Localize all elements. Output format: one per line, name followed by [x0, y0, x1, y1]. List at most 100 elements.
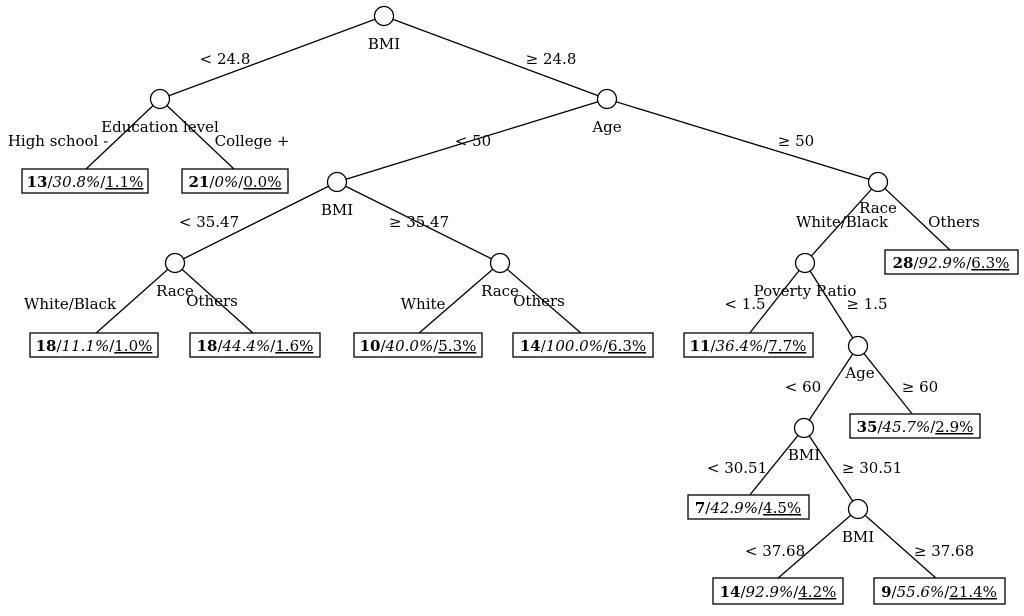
branch-label: ≥ 30.51 [842, 459, 902, 477]
leaf-percent: 36.4% [716, 337, 764, 355]
leaf-node: 10/40.0%/5.3% [353, 332, 483, 358]
leaf-count: 11 [690, 337, 711, 355]
leaf-count: 18 [36, 337, 57, 355]
branch-label: ≥ 37.68 [914, 542, 974, 560]
leaf-separator: / [710, 337, 716, 355]
leaf-percent: 11.1% [62, 337, 110, 355]
leaf-count: 21 [189, 173, 210, 191]
leaf-count: 35 [857, 418, 878, 436]
leaf-separator: / [380, 337, 386, 355]
split-label: Race [859, 199, 897, 217]
split-label: Race [481, 282, 519, 300]
leaf-share: 0.0% [243, 173, 281, 191]
branch-label: ≥ 35.47 [389, 213, 449, 231]
leaf-percent: 100.0% [546, 337, 603, 355]
leaf-percent: 30.8% [53, 173, 101, 191]
leaf-percent: 92.9% [746, 583, 794, 601]
split-label: BMI [788, 446, 820, 464]
leaf-text: 11/36.4%/7.7% [690, 337, 807, 355]
split-label: Poverty Ratio [754, 282, 857, 300]
leaf-node: 18/11.1%/1.0% [29, 332, 159, 358]
leaf-separator: / [913, 254, 919, 272]
leaf-separator: / [877, 418, 883, 436]
branch-label: Others [186, 292, 238, 310]
split-label: Race [156, 282, 194, 300]
split-label: BMI [842, 528, 874, 546]
split-node-poverty-ratio [794, 252, 816, 274]
leaf-share: 1.6% [275, 337, 313, 355]
leaf-separator: / [603, 337, 609, 355]
leaf-share: 5.3% [438, 337, 476, 355]
branch-label: ≥ 1.5 [846, 295, 887, 313]
leaf-share: 2.9% [935, 418, 973, 436]
split-node-age [847, 335, 869, 357]
leaf-separator: / [56, 337, 62, 355]
leaf-separator: / [238, 173, 244, 191]
leaf-separator: / [47, 173, 53, 191]
split-label: BMI [321, 201, 353, 219]
split-label: Education level [101, 118, 219, 136]
branch-label: < 24.8 [200, 50, 251, 68]
branch-label: < 30.51 [707, 459, 767, 477]
split-label: Age [844, 364, 874, 382]
branch-label: High school - [8, 132, 108, 150]
split-node-bmi [326, 171, 348, 193]
leaf-text: 14/92.9%/4.2% [720, 583, 837, 601]
split-node-age [596, 88, 618, 110]
split-node-education [149, 88, 171, 110]
branch-label: College + [215, 132, 290, 150]
leaf-share: 4.5% [763, 499, 801, 517]
leaf-text: 9/55.6%/21.4% [881, 583, 997, 601]
leaf-count: 14 [520, 337, 541, 355]
leaf-separator: / [793, 583, 799, 601]
split-label: BMI [368, 35, 400, 53]
branch-label: < 35.47 [179, 213, 239, 231]
leaf-count: 14 [720, 583, 741, 601]
leaf-separator: / [100, 173, 106, 191]
leaf-share: 4.2% [798, 583, 836, 601]
leaf-percent: 42.9% [709, 499, 758, 517]
leaf-text: 18/11.1%/1.0% [36, 337, 153, 355]
leaf-count: 18 [197, 337, 218, 355]
leaf-separator: / [763, 337, 769, 355]
leaf-count: 10 [360, 337, 381, 355]
leaf-separator: / [740, 583, 746, 601]
branch-label: ≥ 50 [778, 132, 814, 150]
leaf-separator: / [966, 254, 972, 272]
branch-label: ≥ 60 [902, 378, 938, 396]
leaf-node: 18/44.4%/1.6% [189, 332, 321, 358]
leaf-share: 7.7% [768, 337, 806, 355]
split-node-race [867, 171, 889, 193]
leaf-node: 28/92.9%/6.3% [884, 249, 1019, 275]
split-node-root-bmi [373, 5, 395, 27]
leaf-node: 7/42.9%/4.5% [687, 494, 810, 520]
branch-label: Others [513, 292, 565, 310]
leaf-separator: / [109, 337, 115, 355]
leaf-percent: 44.4% [222, 337, 271, 355]
tree-edges [84, 15, 952, 580]
leaf-text: 21/0%/0.0% [189, 173, 282, 191]
leaf-separator: / [705, 499, 711, 517]
branch-label: < 1.5 [724, 295, 765, 313]
leaf-percent: 0% [214, 173, 238, 191]
split-label: Age [591, 118, 621, 136]
branch-label: < 60 [785, 378, 821, 396]
leaf-percent: 55.6% [897, 583, 945, 601]
leaf-count: 7 [695, 499, 705, 517]
leaf-separator: / [944, 583, 950, 601]
branch-label: Others [928, 213, 980, 231]
leaf-node: 13/30.8%/1.1% [21, 168, 149, 194]
leaf-node: 21/0%/0.0% [181, 168, 289, 194]
leaf-node: 11/36.4%/7.7% [683, 332, 814, 358]
leaf-separator: / [433, 337, 439, 355]
split-node-bmi [847, 498, 869, 520]
leaf-text: 10/40.0%/5.3% [360, 337, 477, 355]
leaf-percent: 92.9% [919, 254, 967, 272]
leaf-share: 1.0% [114, 337, 152, 355]
branch-label: ≥ 24.8 [526, 50, 577, 68]
split-node-bmi [793, 417, 815, 439]
split-node-race [164, 252, 186, 274]
leaf-text: 14/100.0%/6.3% [520, 337, 646, 355]
leaf-separator: / [541, 337, 547, 355]
